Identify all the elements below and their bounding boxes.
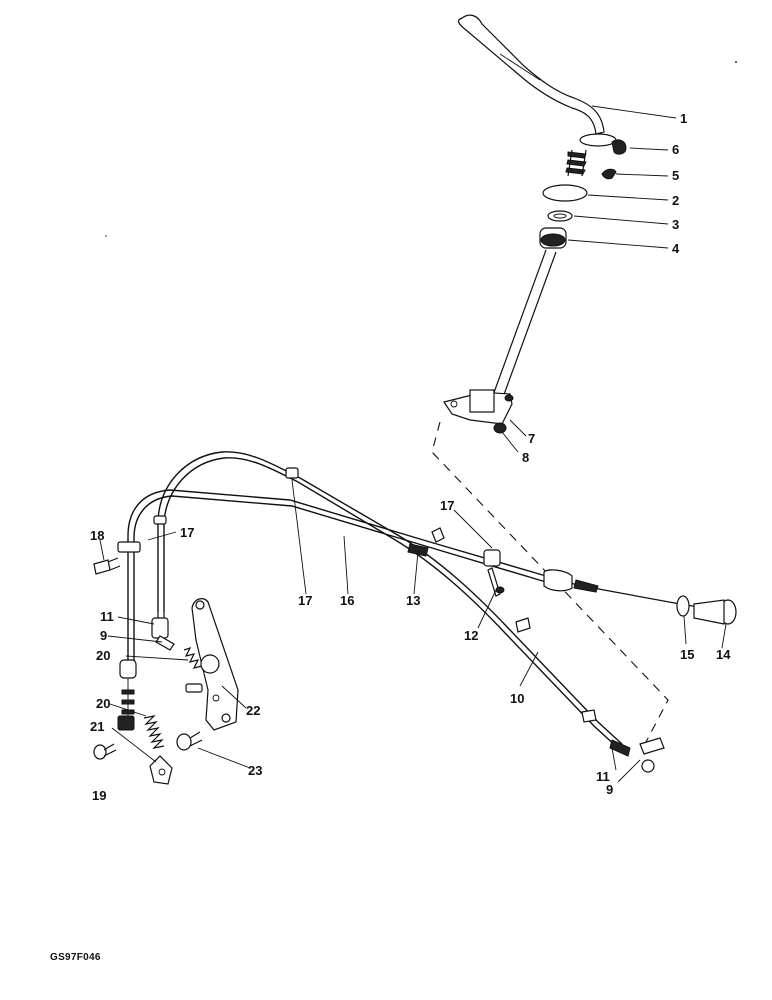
part-label-9: 9 — [100, 628, 107, 643]
leader-lines — [99, 105, 727, 783]
bolt-19 — [93, 743, 117, 760]
washer-2 — [542, 184, 588, 202]
part-label-20: 20 — [96, 696, 110, 711]
part-label-14: 14 — [716, 647, 731, 662]
spring-20-upper — [183, 646, 203, 669]
scan-specks — [105, 61, 737, 237]
part-label-4: 4 — [672, 241, 680, 256]
part-labels: 1 6 5 2 3 4 7 8 17 18 17 17 16 13 12 11 … — [90, 111, 731, 803]
part-label-3: 3 — [672, 217, 679, 232]
bushing-4 — [539, 227, 567, 249]
spring-20-lower — [143, 715, 165, 749]
part-label-2: 2 — [672, 193, 679, 208]
drawing-reference-code: GS97F046 — [50, 952, 101, 963]
part-label-1: 1 — [680, 111, 687, 126]
gear-lever — [457, 14, 617, 147]
shift-rod — [491, 249, 557, 401]
part-label-11: 11 — [100, 609, 114, 624]
cable-clip-17 — [117, 467, 597, 723]
inner-cable — [543, 569, 731, 613]
part-label-16: 16 — [340, 593, 354, 608]
cable-end-fitting-right — [609, 737, 665, 773]
part-label-19: 19 — [92, 788, 106, 803]
part-label-11: 11 — [596, 769, 610, 784]
lever-spring — [565, 149, 587, 177]
pull-knob-14[interactable] — [693, 599, 737, 625]
part-label-22: 22 — [246, 703, 260, 718]
part-label-15: 15 — [680, 647, 694, 662]
lever-plate-22 — [185, 598, 239, 731]
cable-adjuster — [407, 543, 505, 597]
part-label-8: 8 — [522, 450, 529, 465]
part-label-12: 12 — [464, 628, 478, 643]
cable-10 — [157, 451, 623, 749]
part-label-13: 13 — [406, 593, 420, 608]
cable-16 — [127, 489, 547, 662]
cable-end-left-10 — [151, 612, 175, 651]
part-label-17: 17 — [440, 498, 454, 513]
part-label-18: 18 — [90, 528, 104, 543]
cable-end-left-16 — [117, 659, 137, 731]
part-label-9: 9 — [606, 782, 613, 797]
washer-3 — [547, 210, 573, 222]
part-label-6: 6 — [672, 142, 679, 157]
part-label-20: 20 — [96, 648, 110, 663]
bolt-23 — [176, 731, 203, 751]
part-label-17: 17 — [180, 525, 194, 540]
clip-5 — [601, 168, 617, 180]
part-label-10: 10 — [510, 691, 524, 706]
rod-bracket-7 — [443, 389, 514, 434]
part-label-17: 17 — [298, 593, 312, 608]
part-label-7: 7 — [528, 431, 535, 446]
bolt-18 — [93, 557, 121, 575]
washer-15 — [676, 595, 690, 617]
part-label-21: 21 — [90, 719, 104, 734]
bracket-21 — [149, 755, 173, 785]
clip-6 — [611, 139, 627, 155]
part-label-23: 23 — [248, 763, 262, 778]
part-label-5: 5 — [672, 168, 679, 183]
